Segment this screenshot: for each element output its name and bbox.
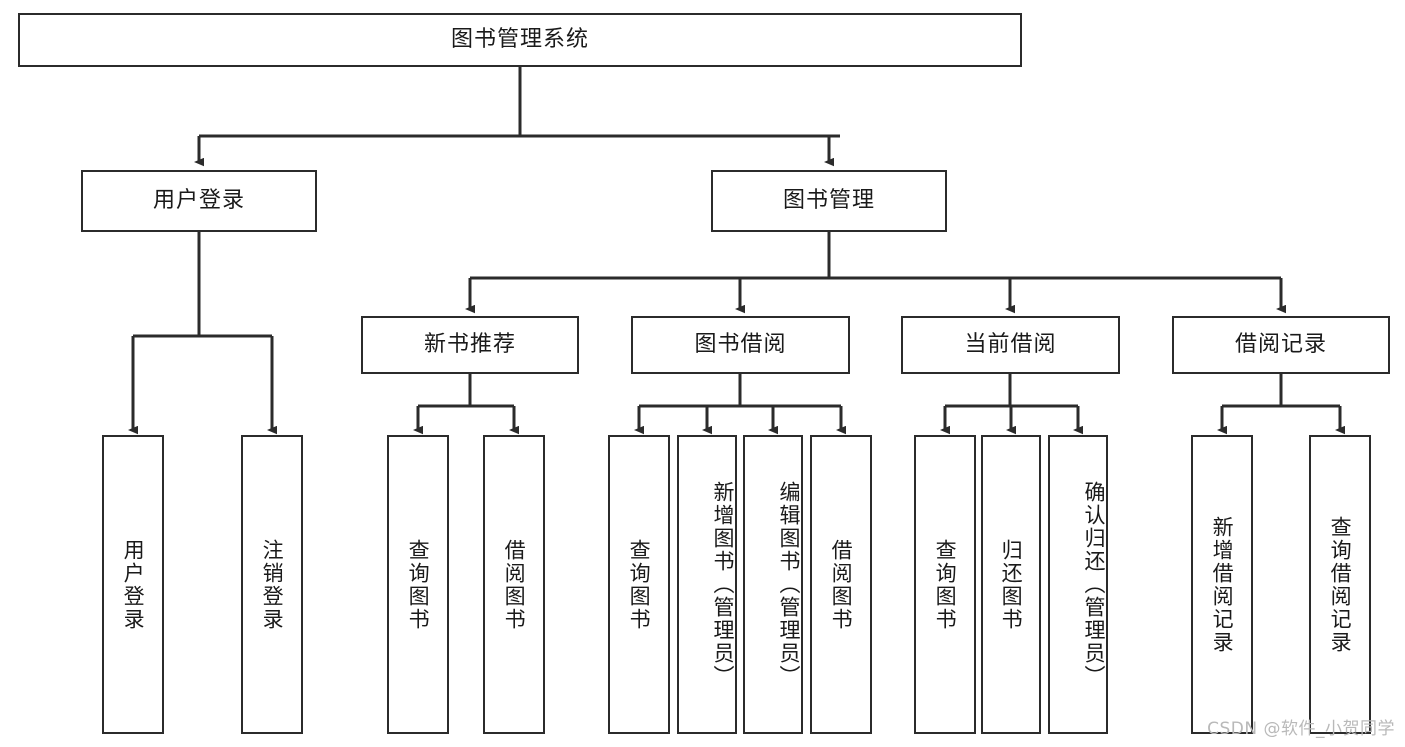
leaf-node-borrow-book[interactable]: 借阅图书 [810,435,872,734]
node-new-book-recommend[interactable]: 新书推荐 [361,316,579,374]
node-label: 借阅图书 [829,538,854,631]
node-label: 注销登录 [260,538,285,631]
node-label: 编辑图书（管理员） [777,481,801,688]
node-label: 查询图书 [933,538,958,631]
node-book-borrow[interactable]: 图书借阅 [631,316,850,374]
node-root-book-management-system[interactable]: 图书管理系统 [18,13,1022,67]
leaf-node-query-book-recommend[interactable]: 查询图书 [387,435,449,734]
leaf-node-add-book[interactable]: 新增图书（管理员） [677,435,737,734]
node-label: 当前借阅 [964,331,1057,357]
node-label: 借阅记录 [1234,331,1327,357]
node-label: 查询借阅记录 [1328,515,1353,654]
node-label: 归还图书 [999,538,1024,631]
node-label: 图书管理 [782,187,875,213]
leaf-node-confirm-return[interactable]: 确认归还（管理员） [1048,435,1108,734]
node-user-login[interactable]: 用户登录 [81,170,317,232]
node-label: 借阅图书 [502,538,527,631]
node-label: 图书管理系统 [450,26,589,52]
leaf-node-query-book-current[interactable]: 查询图书 [914,435,976,734]
node-label: 新增图书（管理员） [711,481,735,688]
leaf-node-add-borrow-record[interactable]: 新增借阅记录 [1191,435,1253,734]
node-label: 新书推荐 [423,331,516,357]
node-book-management[interactable]: 图书管理 [711,170,947,232]
leaf-node-user-login[interactable]: 用户登录 [102,435,164,734]
leaf-node-query-borrow-record[interactable]: 查询借阅记录 [1309,435,1371,734]
node-label: 图书借阅 [694,331,787,357]
node-label: 新增借阅记录 [1210,515,1235,654]
leaf-node-query-book-borrow[interactable]: 查询图书 [608,435,670,734]
leaf-node-edit-book[interactable]: 编辑图书（管理员） [743,435,803,734]
leaf-node-return-book[interactable]: 归还图书 [981,435,1041,734]
leaf-node-borrow-book-recommend[interactable]: 借阅图书 [483,435,545,734]
node-label: 确认归还（管理员） [1082,481,1106,688]
node-borrow-record[interactable]: 借阅记录 [1172,316,1390,374]
leaf-node-logout[interactable]: 注销登录 [241,435,303,734]
node-current-borrow[interactable]: 当前借阅 [901,316,1120,374]
node-label: 查询图书 [406,538,431,631]
node-label: 用户登录 [121,538,146,631]
node-label: 查询图书 [627,538,652,631]
node-label: 用户登录 [152,187,245,213]
